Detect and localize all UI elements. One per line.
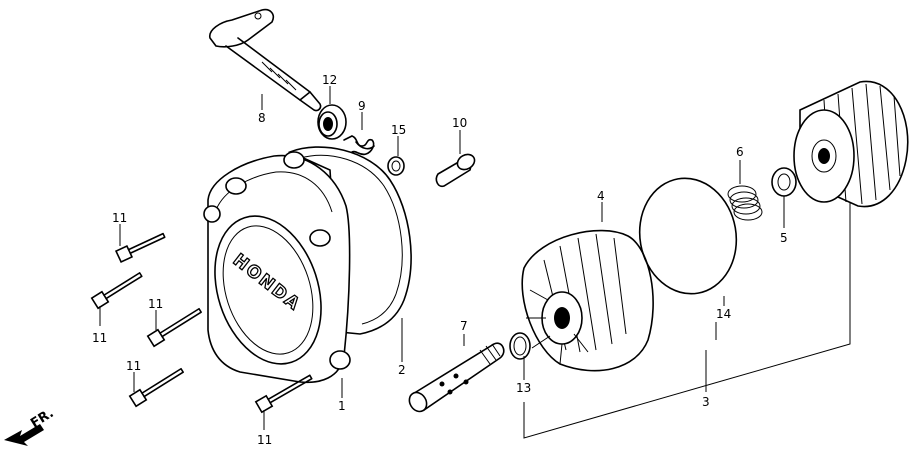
part-8-shaft (209, 8, 322, 112)
filter-element (793, 80, 909, 208)
callout-11-d: 11 (126, 359, 141, 373)
part-6-spring (727, 185, 763, 221)
callout-11-b: 11 (92, 331, 107, 345)
front-direction-arrow: FR. (4, 406, 57, 446)
callout-4: 4 (597, 189, 605, 203)
callout-11-c: 11 (148, 297, 163, 311)
callout-8: 8 (258, 111, 266, 125)
part-4-rotor (521, 229, 654, 372)
part-15-ring (387, 156, 405, 176)
callout-15: 15 (391, 123, 406, 137)
part-9-spring (343, 135, 375, 161)
callout-6: 6 (736, 145, 744, 159)
part-12-bearing (317, 104, 347, 140)
callout-2: 2 (398, 363, 406, 377)
part-1-cover: HONDA (203, 146, 412, 384)
callout-7: 7 (460, 319, 468, 333)
callouts: 8 12 9 15 10 11 11 11 11 11 1 2 7 13 4 6… (92, 73, 788, 447)
callout-5: 5 (780, 231, 788, 245)
leader-lines (99, 86, 851, 439)
callout-13: 13 (516, 381, 531, 395)
part-11-bolts (90, 232, 313, 414)
callout-14: 14 (716, 307, 731, 321)
part-14-large-oring (638, 177, 738, 295)
part-5-washer (771, 167, 797, 197)
callout-11-e: 11 (257, 433, 272, 447)
part-13-oring (509, 332, 531, 360)
callout-3: 3 (702, 395, 710, 409)
callout-11-a: 11 (112, 211, 127, 225)
part-7-tube (408, 342, 505, 413)
callout-1: 1 (338, 399, 346, 413)
callout-9: 9 (358, 99, 366, 113)
callout-12: 12 (322, 73, 337, 87)
callout-10: 10 (452, 116, 467, 130)
part-10-pin (435, 153, 476, 188)
